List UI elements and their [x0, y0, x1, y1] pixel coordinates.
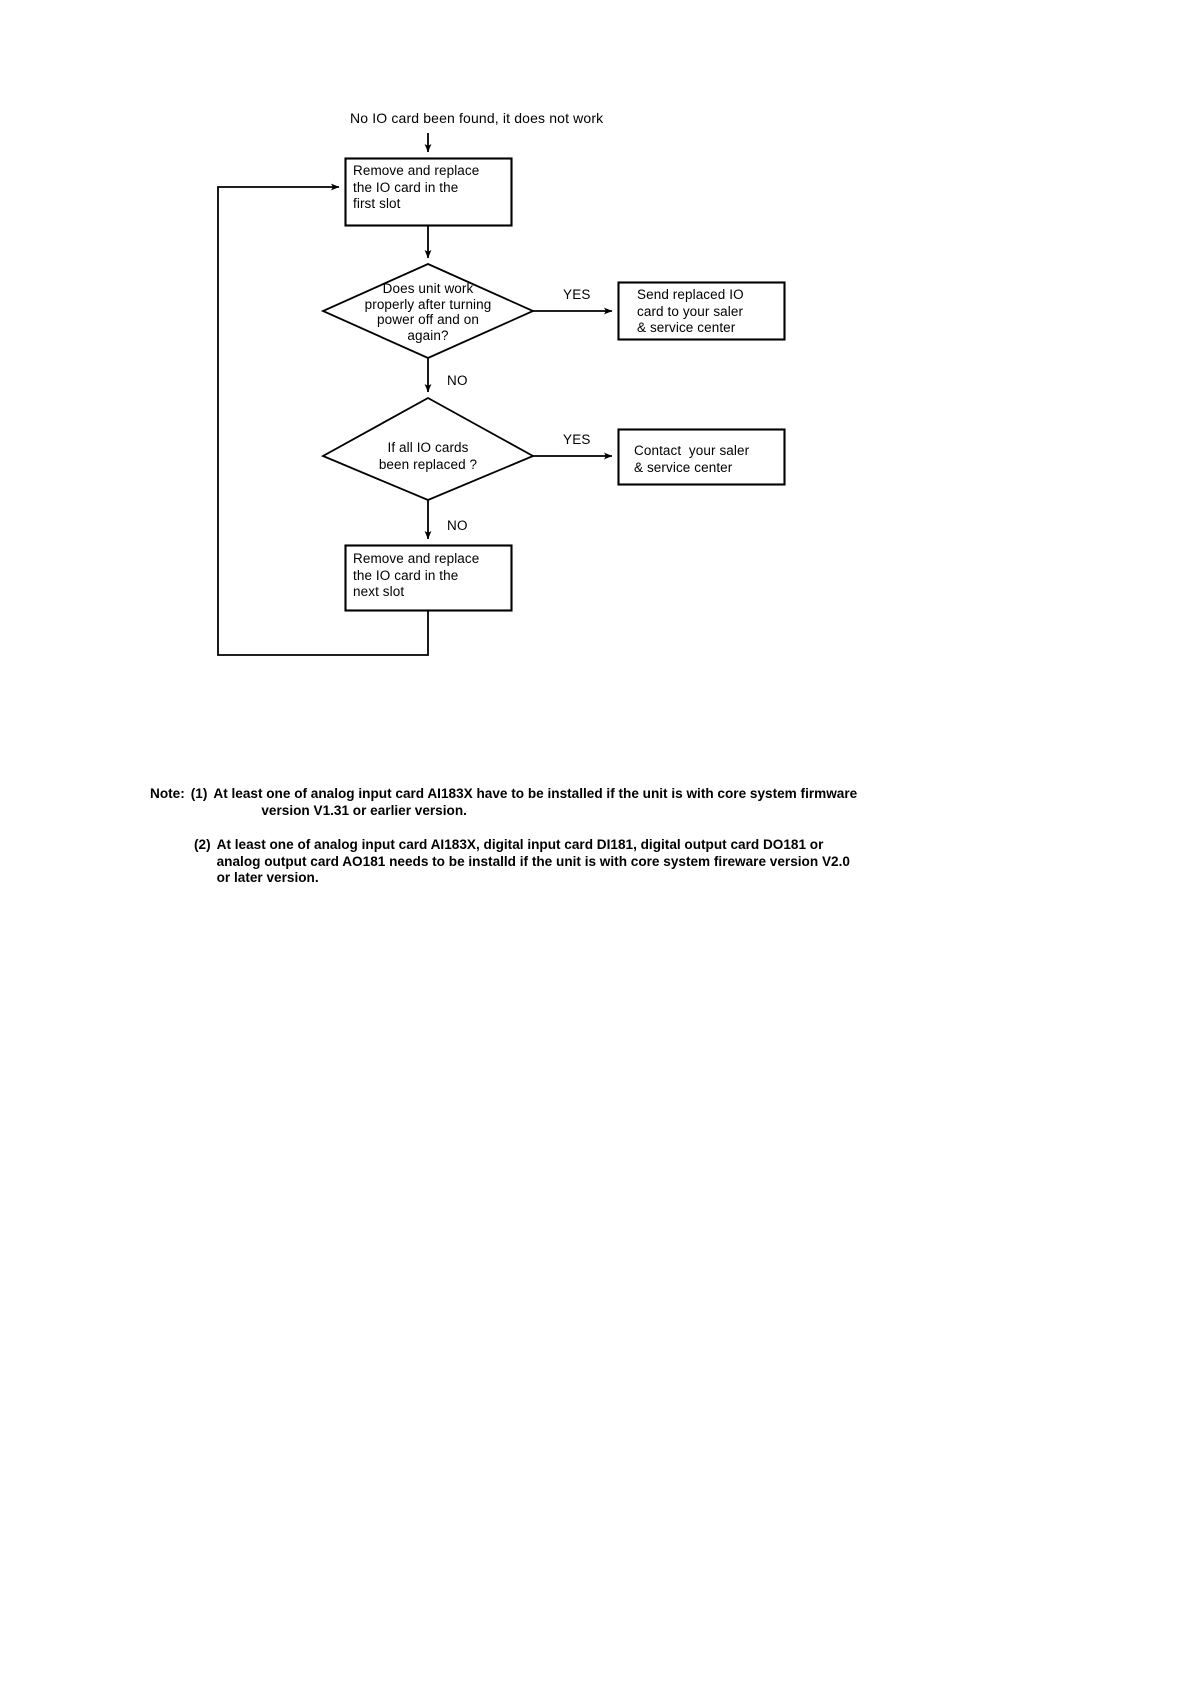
node-decision-all-replaced-line2: been replaced ? [378, 456, 478, 472]
note-2-marker: (2) [194, 837, 211, 852]
node-send-replaced-line1: Send replaced IO [637, 287, 744, 302]
node-contact-saler-line2: & service center [634, 459, 733, 475]
node-replace-first-line2: the IO card in the [353, 179, 459, 195]
node-decision-works-line3: power off and on [377, 312, 479, 327]
node-send-replaced-line2: card to your saler [637, 303, 744, 319]
note-2-line3: or later version. [216, 870, 319, 885]
node-send-replaced-shape [617, 281, 786, 341]
node-replace-next-line3: next slot [353, 584, 405, 599]
note-1-marker: (1) [190, 786, 208, 801]
note-item-1: Note: (1) At least one of analog input c… [150, 786, 980, 819]
note-2-line1: At least one of analog input card AI183X… [216, 837, 824, 852]
flowchart-diagram: No IO card been found, it does not work … [0, 0, 1190, 720]
node-decision-works-line4: again? [407, 327, 449, 343]
edge-label-yes-2: YES [563, 432, 591, 447]
node-replace-next-line2: the IO card in the [353, 567, 459, 583]
notes-lead-label: Note: [150, 786, 185, 801]
node-decision-all-replaced-line1: If all IO cards [387, 440, 469, 455]
node-replace-first-line1: Remove and replace [353, 163, 480, 178]
node-contact-saler-shape [617, 428, 786, 486]
note-item-2: (2) At least one of analog input card AI… [150, 837, 980, 887]
node-contact-saler-line1: Contact your saler [634, 443, 750, 458]
flow-start-label: No IO card been found, it does not work [350, 110, 604, 126]
notes-section: Note: (1) At least one of analog input c… [150, 786, 980, 887]
edge-label-yes-1: YES [563, 287, 591, 302]
edge-label-no-1: NO [447, 373, 468, 388]
node-replace-next-line1: Remove and replace [353, 551, 480, 566]
edge-label-no-2: NO [447, 518, 468, 533]
node-decision-works-line2: properly after turning [364, 296, 492, 312]
note-1-line2: version V1.31 or earlier version. [261, 802, 467, 818]
note-1-line1: At least one of analog input card AI183X… [213, 786, 858, 801]
note-2-line2: analog output card AO181 needs to be ins… [216, 853, 850, 869]
flowchart-svg [217, 133, 786, 656]
node-decision-works-line1: Does unit work [382, 281, 474, 296]
node-replace-first-line3: first slot [353, 196, 401, 211]
node-send-replaced-line3: & service center [637, 320, 736, 335]
edge-feedback-loop [217, 183, 429, 656]
